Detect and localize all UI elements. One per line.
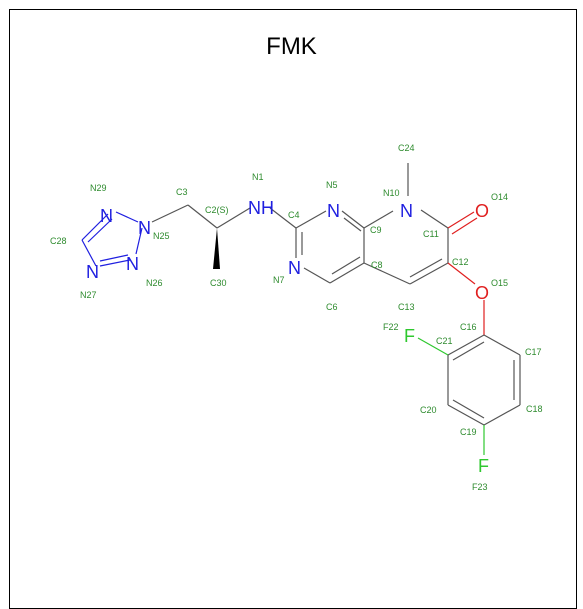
bond-c18-c19 xyxy=(483,404,521,426)
label-n7: N7 xyxy=(273,275,285,285)
bond-c12-c13 xyxy=(409,262,449,285)
bond-c8-c6 xyxy=(329,262,365,284)
bond-n27-n26 xyxy=(99,259,131,267)
bond-n29-c28 xyxy=(81,213,109,241)
atom-n25-symbol: N xyxy=(138,218,151,238)
molecule-title: FMK xyxy=(266,33,317,60)
atom-n26-symbol: N xyxy=(126,254,139,274)
atom-o14-symbol: O xyxy=(475,201,489,221)
molecule-structure: N N N N NH N N N O O F F N29 C3 N1 N5 N1… xyxy=(50,143,543,492)
label-c4: C4 xyxy=(288,210,300,220)
bond-n10-c11 xyxy=(420,209,449,229)
bond-c12-o15 xyxy=(447,262,476,285)
bond-n27-n26-double xyxy=(99,254,129,262)
label-o15: O15 xyxy=(491,278,508,288)
label-c20: C20 xyxy=(420,405,437,415)
bond-n25-n29 xyxy=(115,211,139,223)
bond-n5-c9-double xyxy=(343,217,362,232)
label-n10: N10 xyxy=(383,188,400,198)
atom-f22-symbol: F xyxy=(404,326,415,346)
atom-o15-symbol: O xyxy=(475,283,489,303)
bond-c21-f22 xyxy=(417,337,449,356)
label-f23: F23 xyxy=(472,482,488,492)
label-c9: C9 xyxy=(370,225,382,235)
label-n1: N1 xyxy=(252,172,264,182)
label-c6: C6 xyxy=(326,302,338,312)
atom-n10-symbol: N xyxy=(400,201,413,221)
bond-c11-o14-double xyxy=(451,217,478,235)
atom-n29-symbol: N xyxy=(100,206,113,226)
bond-n25-c3 xyxy=(151,204,189,223)
label-c17: C17 xyxy=(525,347,542,357)
bond-c8-c6-double xyxy=(331,256,361,275)
bond-c13-c8 xyxy=(363,262,411,285)
element-symbols: N N N N NH N N N O O F F xyxy=(86,198,489,476)
label-c13: C13 xyxy=(398,302,415,312)
bond-c19-c20-double xyxy=(452,399,485,419)
bond-n1-c4 xyxy=(269,207,297,229)
diagram-frame xyxy=(9,9,577,609)
label-c19: C19 xyxy=(460,427,477,437)
bond-c12-c13-double xyxy=(409,258,443,278)
bond-c3-c2 xyxy=(187,204,218,229)
bond-n5-c9 xyxy=(341,210,365,229)
atom-f23-symbol: F xyxy=(478,456,489,476)
label-n29: N29 xyxy=(90,183,107,193)
bond-c21-c16-double xyxy=(452,341,485,361)
bond-n29-c28-double xyxy=(87,218,113,243)
label-c21: C21 xyxy=(436,336,453,346)
bond-c4-n5 xyxy=(295,210,327,229)
label-o14: O14 xyxy=(491,192,508,202)
atom-n27-symbol: N xyxy=(86,262,99,282)
bond-c19-c20 xyxy=(447,404,485,426)
bond-c6-n7 xyxy=(303,267,331,284)
bond-c16-c17 xyxy=(483,334,521,356)
bond-c11-o14 xyxy=(447,211,475,229)
atom-n7-symbol: N xyxy=(288,258,301,278)
bond-c2-n1 xyxy=(216,207,251,229)
bond-c21-c16 xyxy=(447,334,485,356)
label-c8: C8 xyxy=(371,260,383,270)
label-c16: C16 xyxy=(460,322,477,332)
atom-labels: N29 C3 N1 N5 N10 C24 O14 C28 N25 C2(S) C… xyxy=(50,143,543,492)
label-c11: C11 xyxy=(423,229,439,239)
label-n5: N5 xyxy=(326,180,338,190)
label-c30: C30 xyxy=(210,278,227,288)
label-c18: C18 xyxy=(526,404,543,414)
label-c3: C3 xyxy=(176,187,188,197)
label-n25: N25 xyxy=(153,231,170,241)
bond-n26-n25 xyxy=(135,227,143,255)
label-c12: C12 xyxy=(452,257,469,267)
bonds xyxy=(81,163,521,455)
atom-n5-symbol: N xyxy=(327,201,340,221)
bond-c2-c30-wedge xyxy=(213,228,220,269)
label-c28: C28 xyxy=(50,236,67,246)
label-n26: N26 xyxy=(146,278,163,288)
bond-c28-n27 xyxy=(81,239,97,267)
label-c2s: C2(S) xyxy=(205,205,229,215)
atom-n1-symbol: NH xyxy=(248,198,274,218)
label-n27: N27 xyxy=(80,290,97,300)
bond-c9-n10 xyxy=(363,210,394,229)
label-f22: F22 xyxy=(383,322,399,332)
label-c24: C24 xyxy=(398,143,415,153)
